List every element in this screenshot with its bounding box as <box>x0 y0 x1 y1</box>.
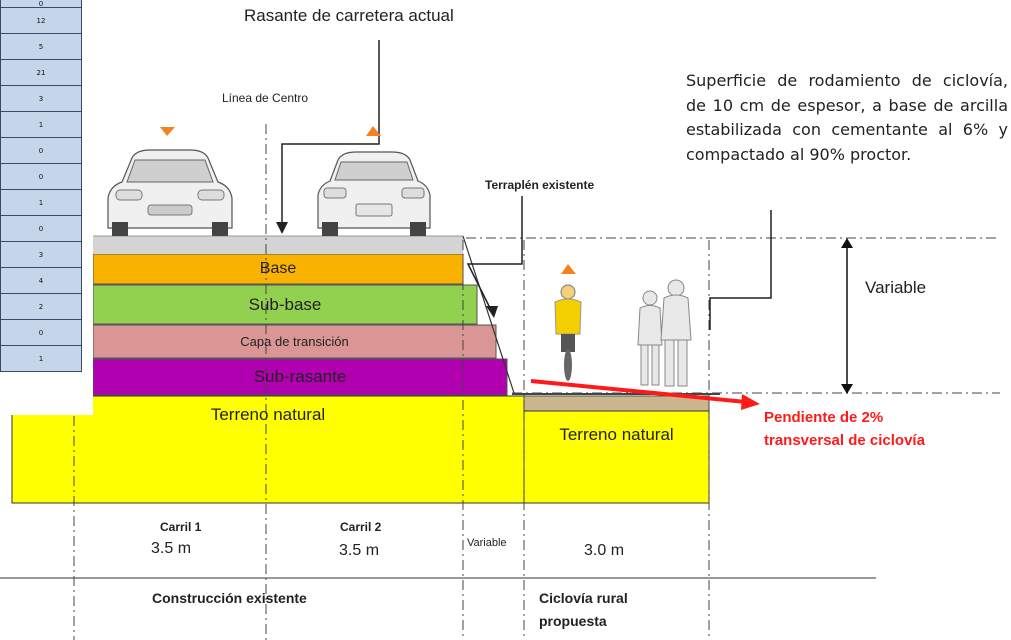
terreno-natural-right-block <box>523 410 710 504</box>
superficie-note: Superficie de rodamiento de ciclovía, de… <box>686 71 1008 164</box>
table-cell: 0 <box>1 216 82 242</box>
table-cell: 2 <box>1 294 82 320</box>
variable-height-label: Variable <box>865 278 927 297</box>
ciclovia-propuesta-label: propuesta <box>539 613 607 629</box>
pedestrians-icon <box>637 279 692 387</box>
table-cell: 0 <box>1 320 82 346</box>
table-cell: 0 <box>1 164 82 190</box>
table-cell: 4 <box>1 268 82 294</box>
base-label: Base <box>259 260 297 277</box>
leader-lines <box>281 40 772 330</box>
carril1-width: 3.5 m <box>151 540 192 557</box>
carril2-label: Carril 2 <box>340 520 382 534</box>
embankment-slope <box>462 235 515 394</box>
car-rear-icon <box>317 151 431 236</box>
base-layer <box>92 253 464 285</box>
sub-rasante-layer <box>92 358 508 396</box>
linea-centro-label: Línea de Centro <box>222 91 309 105</box>
capa-transicion-label: Capa de transición <box>240 334 349 349</box>
table-cell: 3 <box>1 242 82 268</box>
leader-arrowheads <box>276 222 498 318</box>
table-cell: 5 <box>1 34 82 60</box>
rasante-label: Rasante de carretera actual <box>244 6 454 25</box>
road-surface <box>93 236 463 254</box>
car-front-icon <box>107 149 233 236</box>
sub-rasante-label: Sub-rasante <box>253 367 347 386</box>
table-cell: 0 <box>1 138 82 164</box>
slope-arrow <box>530 379 760 410</box>
variable-dimension-arrow <box>841 238 853 394</box>
table-cell: 1 <box>1 190 82 216</box>
variable-width-label: Variable <box>467 537 507 549</box>
table-cell: 3 <box>1 86 82 112</box>
pendiente-label-line2: transversal de ciclovía <box>764 432 925 449</box>
pendiente-label-line1: Pendiente de 2% <box>764 409 884 426</box>
capa-transicion-layer <box>92 324 497 359</box>
guide-lines <box>73 124 1000 640</box>
terreno-natural-left-label: Terreno natural <box>210 405 326 424</box>
ciclovia-rural-label: Ciclovía rural <box>539 590 628 606</box>
table-cell: 1 <box>1 112 82 138</box>
terraplen-label: Terraplén existente <box>485 178 595 192</box>
table-cell: 12 <box>1 8 82 34</box>
table-cell: 1 <box>1 346 82 372</box>
sub-base-label: Sub-base <box>248 294 322 314</box>
construccion-existente-label: Construcción existente <box>152 590 307 606</box>
table-cell: 0 <box>1 0 82 8</box>
orange-markers <box>160 126 576 274</box>
sub-base-layer <box>92 284 478 325</box>
carril1-label: Carril 1 <box>160 520 202 534</box>
ciclovia-width: 3.0 m <box>584 542 625 559</box>
cyclist-icon <box>554 284 582 381</box>
terreno-natural-right-label: Terreno natural <box>559 425 674 444</box>
carril2-width: 3.5 m <box>339 542 380 559</box>
table-cell: 21 <box>1 60 82 86</box>
ciclovia-surface-layer <box>523 395 710 412</box>
terreno-natural-left-block <box>11 395 525 504</box>
